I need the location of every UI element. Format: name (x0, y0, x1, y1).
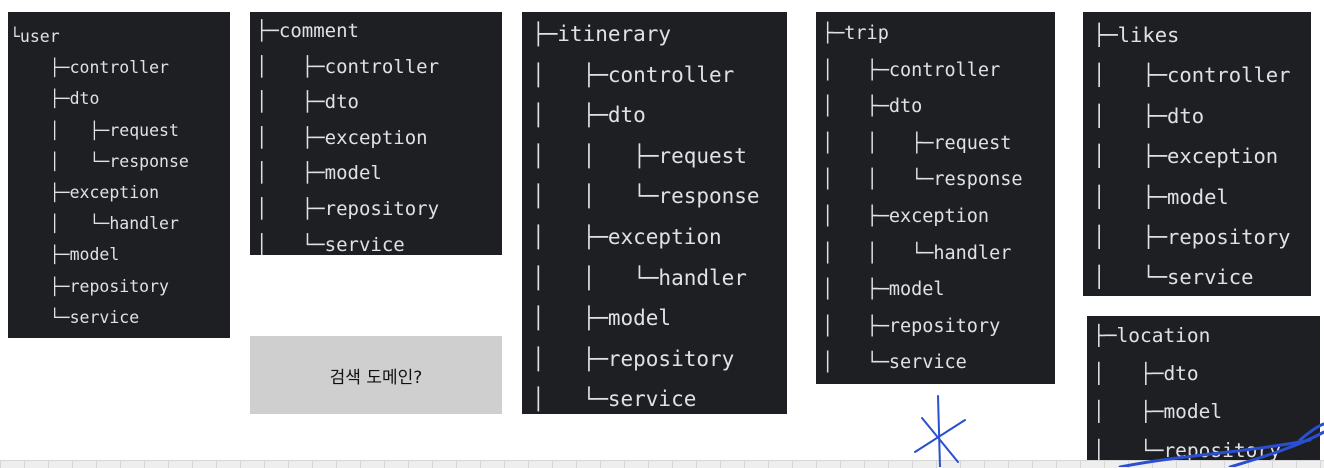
tree-node: ├─exception (10, 183, 160, 202)
tree-node: │ ├─model (1093, 184, 1229, 209)
tree-node: │ ├─repository (256, 198, 440, 220)
tree-node: ├─location (1093, 324, 1211, 347)
tree-panel-itinerary: ├─itinerary │ ├─controller │ ├─dto │ │ ├─re… (522, 12, 787, 414)
tree-node: │ ├─model (1093, 400, 1223, 424)
tree-node: │ ├─controller (256, 55, 440, 78)
ink-stroke (1228, 430, 1324, 467)
tree-node: ├─likes (1093, 23, 1180, 47)
tree-panel-comment: ├─comment │ ├─controller │ ├─dto │ ├─except… (250, 12, 502, 255)
tree-node: └─service (10, 307, 140, 327)
tree-node: │ ├─dto (1093, 103, 1205, 128)
tree-node: ├─model (10, 245, 120, 265)
tree-node: ├─dto (10, 89, 100, 109)
tree-node: │ ├─dto (256, 91, 359, 114)
tree-node: └user (10, 27, 60, 46)
tree-node: │ └─response (10, 151, 189, 171)
tree-node: │ ├─controller (1093, 63, 1291, 88)
tree-node: │ └─service (822, 352, 967, 374)
tree-node: │ │ ├─request (532, 143, 747, 168)
tree-node: │ ├─repository (532, 346, 735, 371)
tree-node: │ ├─exception (822, 206, 990, 227)
tree-panel-likes: ├─likes │ ├─controller │ ├─dto │ ├─exceptio… (1083, 12, 1311, 296)
tree-node: │ ├─controller (822, 59, 1001, 81)
tree-node: ├─trip (822, 23, 889, 44)
ink-stroke (1298, 422, 1324, 442)
tree-node: ├─controller (10, 58, 169, 78)
tree-node: │ ├─dto (532, 103, 646, 128)
tree-node: │ │ ├─request (822, 132, 1012, 154)
tree-node: │ ├─controller (532, 62, 735, 87)
tree-node: │ └─service (532, 387, 697, 412)
tree-node: │ │ └─response (532, 184, 760, 209)
tree-panel-location: ├─location │ ├─dto │ ├─model │ └─repository (1087, 316, 1320, 466)
tree-node: │ ├─dto (1093, 362, 1199, 386)
tree-node: ├─repository (10, 276, 169, 296)
tree-node: │ ├─model (532, 306, 672, 331)
tree-panel-trip: ├─trip │ ├─controller │ ├─dto │ │ ├─request… (816, 12, 1055, 384)
ink-stroke (937, 395, 941, 467)
tree-node: │ ├─repository (822, 315, 1001, 337)
tree-node: ├─comment (256, 20, 359, 42)
tree-node: │ │ └─handler (532, 265, 747, 290)
tree-node: │ ├─request (10, 120, 179, 140)
tree-node: │ ├─exception (532, 225, 722, 249)
tree-panel-user: └user ├─controller ├─dto │ ├─request │ └… (8, 12, 230, 338)
tree-node: ├─itinerary (532, 22, 672, 46)
note-text: 검색 도메인? (329, 367, 423, 388)
tree-node: │ ├─repository (1093, 225, 1291, 249)
tree-node: │ └─handler (10, 214, 179, 234)
tree-node: │ │ └─response (822, 169, 1023, 191)
tree-node: │ │ └─handler (822, 242, 1012, 264)
tree-node: │ ├─exception (1093, 144, 1279, 169)
tree-node: │ ├─exception (256, 126, 428, 149)
note-box: 검색 도메인? (250, 336, 502, 414)
background-grid (0, 460, 1324, 468)
ink-stroke (1118, 438, 1312, 467)
tree-node: │ └─repository (1093, 438, 1281, 462)
tree-node: │ ├─model (256, 162, 382, 185)
tree-node: │ └─service (256, 233, 405, 255)
tree-node: │ └─service (1093, 265, 1254, 290)
tree-node: │ ├─dto (822, 96, 923, 118)
tree-node: │ ├─model (822, 279, 945, 301)
